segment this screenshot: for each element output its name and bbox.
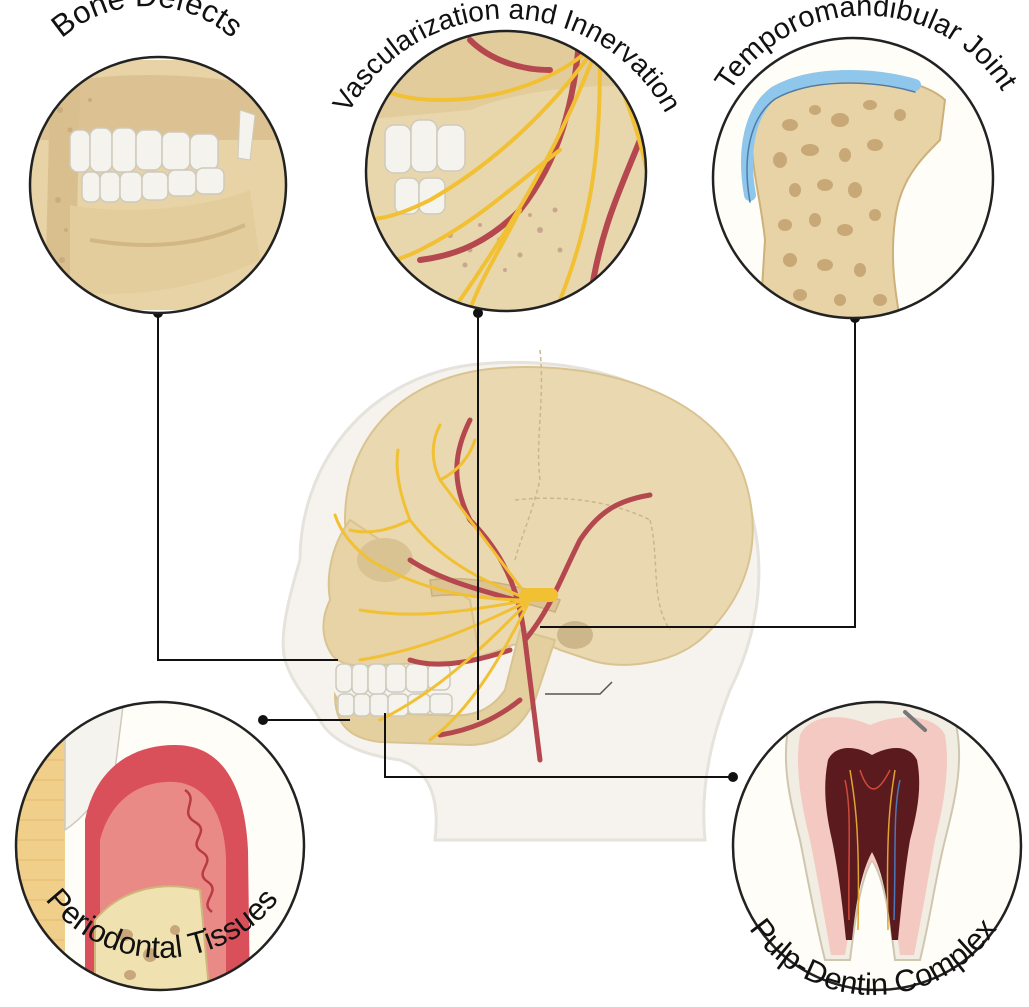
tmj-inset (713, 38, 993, 320)
head-illustration (283, 350, 759, 840)
ear-canal (557, 621, 593, 649)
orbit (357, 538, 413, 582)
vascularization-inset (360, 30, 660, 320)
parotid-gland (520, 588, 558, 602)
bone-defects-inset (20, 57, 300, 313)
